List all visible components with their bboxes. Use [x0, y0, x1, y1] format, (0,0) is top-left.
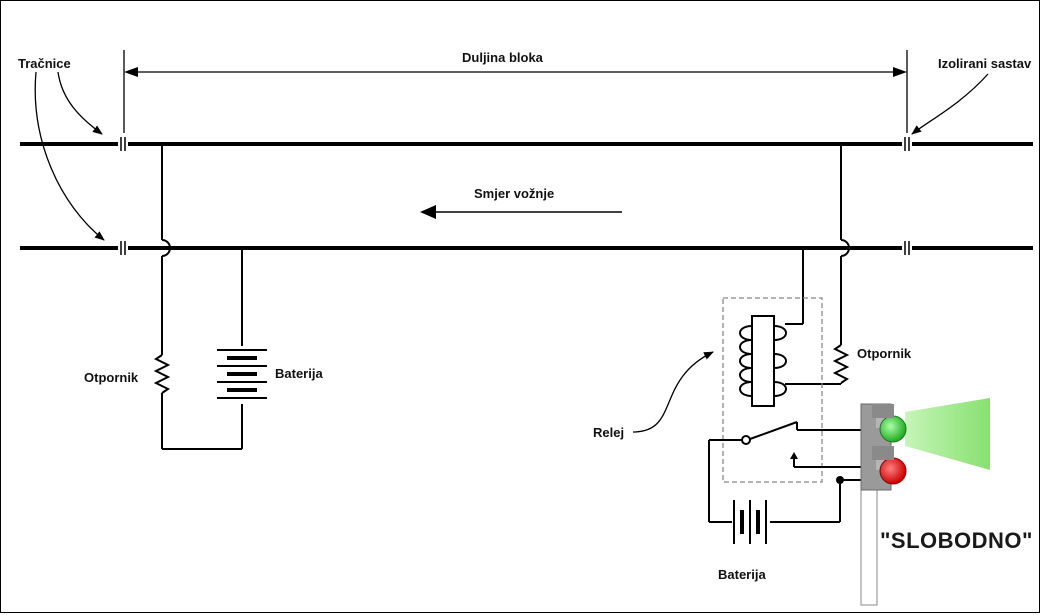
red-lamp-icon: [879, 457, 907, 485]
resistor-left-label: Otpornik: [84, 370, 139, 385]
left-battery-icon: [217, 349, 267, 399]
battery-left-label: Baterija: [275, 366, 323, 381]
block-length-label: Duljina bloka: [462, 50, 543, 65]
relay-coil-icon: [739, 315, 787, 407]
resistor-right-label: Otpornik: [857, 346, 912, 361]
rails-label: Tračnice: [18, 56, 71, 71]
green-lamp-icon: [879, 415, 907, 443]
signal-state-label: "SLOBODNO": [880, 528, 1033, 553]
direction-arrow-icon: [420, 205, 622, 219]
direction-label: Smjer vožnje: [474, 186, 555, 201]
relay-label: Relej: [593, 425, 625, 440]
block-length-dimension: [123, 50, 908, 133]
left-feed-circuit: [153, 146, 243, 450]
right-battery-icon: [733, 500, 767, 544]
right-feed-circuit: [785, 146, 850, 385]
relay-box: [722, 297, 823, 483]
signal-post-icon: [860, 487, 878, 606]
junction-dot: [836, 476, 844, 484]
relay-switch-icon: [708, 421, 862, 523]
insulated-joint-label: Izolirani sastav: [938, 56, 1032, 71]
insulated-joint-icon: [120, 137, 910, 255]
pointer-arrows: [34, 71, 989, 433]
signal-head-icon: [860, 398, 990, 491]
battery-right-label: Baterija: [718, 567, 766, 582]
